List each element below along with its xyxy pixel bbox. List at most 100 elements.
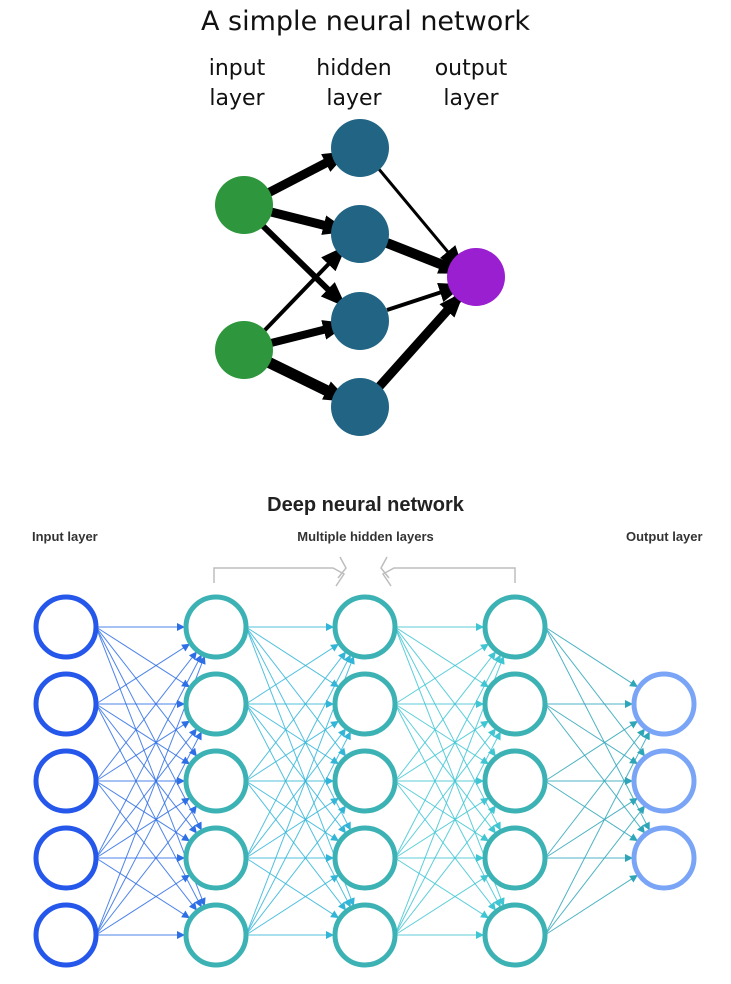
deep-edge-l1-3-1 (95, 651, 197, 782)
deep-hidden2-node-2 (332, 671, 398, 737)
deep-edge-l2-2-4 (245, 703, 347, 834)
deep-edge-l2-2-5 (245, 703, 351, 908)
deep-edge-l3-1-3 (394, 626, 496, 757)
deep-hidden1-node-2 (183, 671, 249, 737)
edge-in1-h3 (260, 223, 348, 309)
deep-edge-l2-4-3 (245, 797, 339, 859)
input-layer-label: input layer (208, 56, 266, 111)
deep-output-layer-label: Output layer (626, 529, 703, 544)
deep-edge-l2-5-2 (245, 731, 351, 936)
deep-edge-l2-3-5 (245, 780, 347, 911)
deep-edge-l2-3-2 (245, 720, 339, 782)
deep-edge-l4-3-3 (544, 780, 638, 842)
deep-edge-l2-4-5 (245, 857, 339, 919)
deep-edge-l1-5-4 (95, 874, 190, 936)
deep-edge-l2-3-1 (245, 651, 347, 782)
deep-edge-l1-2-5 (95, 703, 202, 908)
deep-edge-l1-4-2 (95, 728, 197, 859)
deep-hidden3-node-1 (482, 594, 548, 660)
simple-hidden-node-4 (331, 378, 389, 436)
deep-hidden-layers-label: Multiple hidden layers (297, 529, 434, 544)
deep-edge-l1-4-3 (95, 797, 190, 859)
edge-h4-out (374, 289, 467, 392)
deep-edge-l3-4-5 (394, 857, 489, 919)
deep-edge-l3-4-1 (394, 654, 501, 859)
deep-input-node-1 (33, 594, 99, 660)
deep-edge-l4-3-1 (544, 720, 638, 782)
deep-edge-l1-1-2 (95, 626, 190, 688)
deep-edge-l1-4-1 (95, 654, 202, 859)
deep-input-node-2 (33, 671, 99, 737)
hidden-layer-label: hidden layer (316, 56, 392, 111)
deep-edge-l3-5-4 (394, 874, 489, 936)
deep-edge-l1-5-3 (95, 805, 197, 936)
deep-hidden3-node-2 (482, 671, 548, 737)
deep-hidden1-node-1 (183, 594, 249, 660)
deep-network-edges (95, 623, 650, 939)
deep-edge-l3-4-2 (394, 728, 496, 859)
deep-edge-l3-3-2 (394, 720, 489, 782)
deep-hidden1-node-3 (183, 748, 249, 814)
deep-output-node-3 (631, 825, 697, 891)
deep-hidden2-node-5 (332, 902, 398, 968)
deep-edge-l2-1-3 (245, 626, 347, 757)
deep-network-title: Deep neural network (267, 494, 464, 516)
deep-edge-l2-2-3 (245, 703, 339, 765)
deep-edge-l4-1-3 (544, 626, 650, 831)
deep-edge-l4-2-2 (544, 703, 638, 765)
deep-edge-l1-1-3 (95, 626, 197, 757)
deep-edge-l3-1-4 (394, 626, 501, 831)
deep-edge-l3-3-1 (394, 651, 496, 782)
deep-edge-l3-2-3 (394, 703, 489, 765)
output-layer-label: output layer (434, 56, 508, 111)
deep-edge-l4-2-3 (544, 703, 646, 834)
deep-edge-l3-2-5 (394, 703, 501, 908)
simple-input-node-1 (215, 176, 273, 234)
deep-hidden3-node-5 (482, 902, 548, 968)
deep-edge-l4-4-1 (544, 728, 646, 859)
deep-edge-l4-1-2 (544, 626, 646, 757)
deep-edge-l1-2-3 (95, 703, 190, 765)
deep-edge-l3-3-5 (394, 780, 496, 911)
deep-edge-l3-1-2 (394, 626, 489, 688)
deep-edge-l1-2-4 (95, 703, 197, 834)
deep-edge-l1-2-1 (95, 643, 190, 705)
edge-h1-out (376, 167, 465, 272)
simple-hidden-node-1 (331, 119, 389, 177)
deep-edge-l2-1-4 (245, 626, 351, 831)
simple-network-nodes (215, 119, 505, 436)
deep-edge-l3-5-2 (394, 731, 501, 936)
simple-network-edges (260, 148, 467, 406)
deep-hidden3-node-4 (482, 825, 548, 891)
deep-input-node-3 (33, 748, 99, 814)
deep-hidden2-node-4 (332, 825, 398, 891)
edge-in2-h2 (262, 245, 347, 333)
simple-hidden-node-3 (331, 292, 389, 350)
deep-edge-l2-4-1 (245, 654, 351, 859)
simple-hidden-node-2 (331, 205, 389, 263)
deep-hidden2-node-1 (332, 594, 398, 660)
deep-hidden1-node-4 (183, 825, 249, 891)
deep-edge-l1-4-5 (95, 857, 190, 919)
deep-edge-l4-5-1 (544, 731, 650, 936)
deep-edge-l2-5-4 (245, 874, 339, 936)
deep-edge-l1-3-4 (95, 780, 190, 842)
deep-edge-l3-3-4 (394, 780, 489, 842)
deep-hidden1-node-5 (183, 902, 249, 968)
deep-output-node-2 (631, 748, 697, 814)
deep-edge-l3-4-3 (394, 797, 489, 859)
deep-input-node-5 (33, 902, 99, 968)
deep-edge-l3-2-4 (394, 703, 496, 834)
simple-input-node-2 (215, 321, 273, 379)
deep-edge-l2-5-3 (245, 805, 347, 936)
deep-output-node-1 (631, 671, 697, 737)
deep-edge-l2-2-1 (245, 643, 339, 705)
deep-edge-l1-3-2 (95, 720, 190, 782)
hidden-layers-bracket (213, 556, 516, 587)
deep-hidden2-node-3 (332, 748, 398, 814)
deep-edge-l2-3-4 (245, 780, 339, 842)
deep-edge-l1-1-4 (95, 626, 202, 831)
deep-hidden3-node-3 (482, 748, 548, 814)
deep-edge-l3-5-3 (394, 805, 496, 936)
